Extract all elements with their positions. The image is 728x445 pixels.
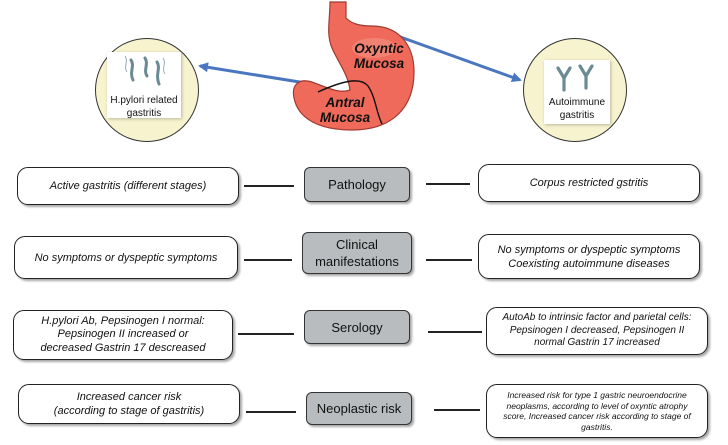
serology-left-box: H.pylori Ab, Pepsinogen I normal: Pepsin… — [13, 310, 233, 360]
clinical-category-label: Clinical manifestations — [315, 237, 399, 269]
pathology-category-label: Pathology — [328, 177, 386, 192]
serology-right-box: AutoAb to intrinsic factor and parietal … — [486, 307, 708, 355]
pathology-right-box: Corpus restricted gstritis — [478, 164, 700, 202]
serology-right-connector — [428, 331, 482, 333]
top-illustration — [198, 1, 522, 131]
serology-right-text: AutoAb to intrinsic factor and parietal … — [502, 312, 692, 349]
serology-category-label: Serology — [331, 319, 383, 335]
antral-mucosa-label: Antral Mucosa — [319, 95, 371, 125]
hpylori-caption: H.pylori related gastritis — [110, 95, 178, 119]
neoplastic-category-label: Neoplastic risk — [316, 401, 402, 416]
pathology-right-text: Corpus restricted gstritis — [529, 177, 649, 189]
neoplastic-right-text: Increased risk for type 1 gastric neuroe… — [503, 390, 691, 432]
neoplastic-right-connector — [434, 409, 480, 411]
bacteria-icon — [124, 55, 166, 86]
pathology-left-box: Active gastritis (different stages) — [17, 167, 239, 205]
neoplastic-category: Neoplastic risk — [306, 392, 412, 425]
autoimmune-image — [544, 60, 610, 124]
clinical-category: Clinical manifestations — [302, 232, 412, 274]
clinical-right-text: No symptoms or dyspeptic symptoms Coexis… — [497, 243, 681, 270]
neoplastic-right-box: Increased risk for type 1 gastric neuroe… — [486, 384, 708, 438]
neoplastic-left-box: Increased cancer risk (according to stag… — [18, 384, 240, 424]
clinical-right-connector — [426, 259, 472, 261]
clinical-right-box: No symptoms or dyspeptic symptoms Coexis… — [478, 234, 700, 279]
clinical-left-connector — [244, 259, 292, 261]
hpylori-image — [107, 52, 181, 118]
pathology-left-text: Active gastritis (different stages) — [49, 180, 207, 192]
clinical-left-text: No symptoms or dyspeptic symptoms — [34, 251, 218, 264]
neoplastic-left-connector — [246, 411, 296, 413]
pathology-right-connector — [426, 183, 470, 185]
arrow-to-autoimmune — [391, 32, 522, 82]
serology-left-connector — [238, 333, 294, 335]
stomach-icon — [292, 1, 415, 131]
serology-left-text: H.pylori Ab, Pepsinogen I normal: Pepsin… — [40, 314, 206, 354]
serology-category: Serology — [304, 310, 410, 344]
oxyntic-mucosa-label: Oxyntic Mucosa — [353, 41, 405, 71]
clinical-left-box: No symptoms or dyspeptic symptoms — [14, 236, 238, 279]
neoplastic-left-text: Increased cancer risk (according to stag… — [53, 391, 205, 417]
autoimmune-caption: Autoimmune gastritis — [548, 97, 606, 121]
antibody-icon — [556, 64, 594, 92]
pathology-left-connector — [244, 185, 294, 187]
pathology-category: Pathology — [304, 167, 410, 202]
arrow-to-hpylori — [198, 62, 313, 86]
